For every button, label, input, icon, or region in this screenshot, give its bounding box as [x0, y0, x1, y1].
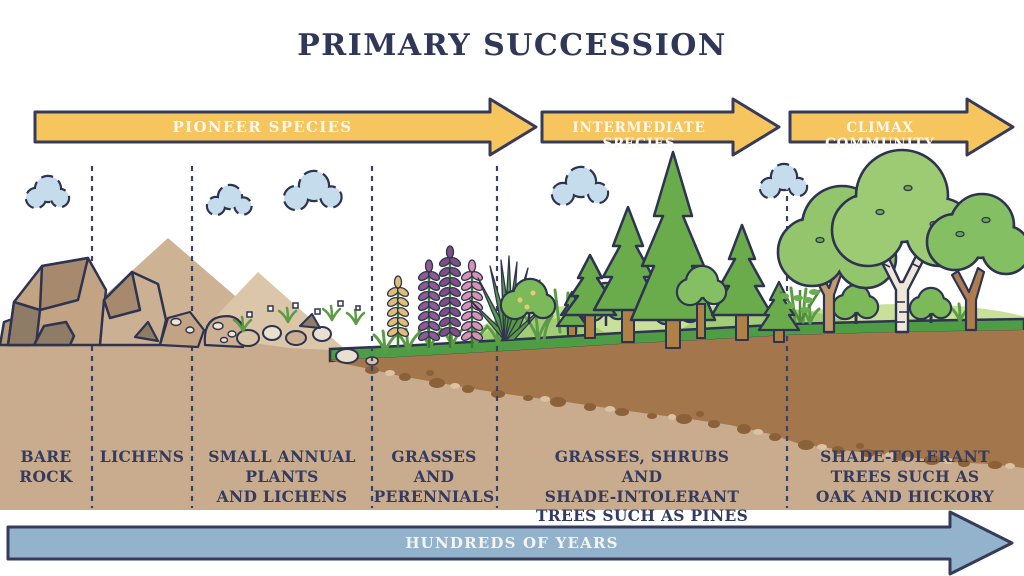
climax-arrow-label: CLIMAX COMMUNITY: [825, 120, 935, 152]
stage-label-shade-tolerant-trees: SHADE-TOLERANT TREES SUCH AS OAK AND HIC…: [815, 447, 995, 506]
stage-label-small-annual-plants: SMALL ANNUAL PLANTS AND LICHENS: [208, 447, 356, 506]
stage-label-bare-rock: BARE ROCK: [19, 447, 73, 486]
timeline-label: HUNDREDS OF YEARS: [405, 534, 619, 552]
timeline-arrow: [6, 510, 1014, 576]
pioneer-arrow: [33, 97, 538, 157]
soil-pebbles-light: [385, 370, 1015, 469]
leafy-shrub-icon: [779, 289, 822, 323]
cloud-icon: [550, 165, 610, 207]
oak-tree-icon: [925, 192, 1024, 332]
boulder-icon: [0, 256, 168, 347]
flower-spike-icon: [385, 245, 485, 348]
cloud-icon: [282, 169, 343, 212]
cloud-icon: [758, 162, 809, 200]
page-title: PRIMARY SUCCESSION: [297, 28, 727, 63]
cloud-icon: [205, 183, 253, 217]
pioneer-arrow-label: PIONEER SPECIES: [172, 118, 353, 136]
climax-arrow: [788, 97, 1015, 157]
soil-pebbles: [365, 366, 1002, 469]
birch-tree-icon: [830, 148, 976, 334]
intermediate-arrow-label: INTERMEDIATE SPECIES: [572, 120, 706, 152]
cloud-icon: [24, 174, 71, 210]
sprout-icon: [232, 304, 366, 333]
stage-label-lichens: LICHENS: [99, 447, 185, 466]
phase-arrows: [33, 97, 1015, 157]
lichen-rock-icon: [133, 310, 247, 349]
seed-dot-icon: [246, 300, 361, 318]
bush-icon: [831, 283, 953, 324]
soil-layer: [330, 330, 1024, 468]
intermediate-arrow: [540, 97, 781, 157]
stage-label-grasses-perennials: GRASSES AND PERENNIALS: [373, 447, 495, 506]
pebble-icon: [236, 313, 332, 347]
stage-label-grasses-shrubs-pines: GRASSES, SHRUBS AND SHADE-INTOLERANT TRE…: [535, 447, 749, 526]
round-tree-icon: [675, 264, 728, 339]
